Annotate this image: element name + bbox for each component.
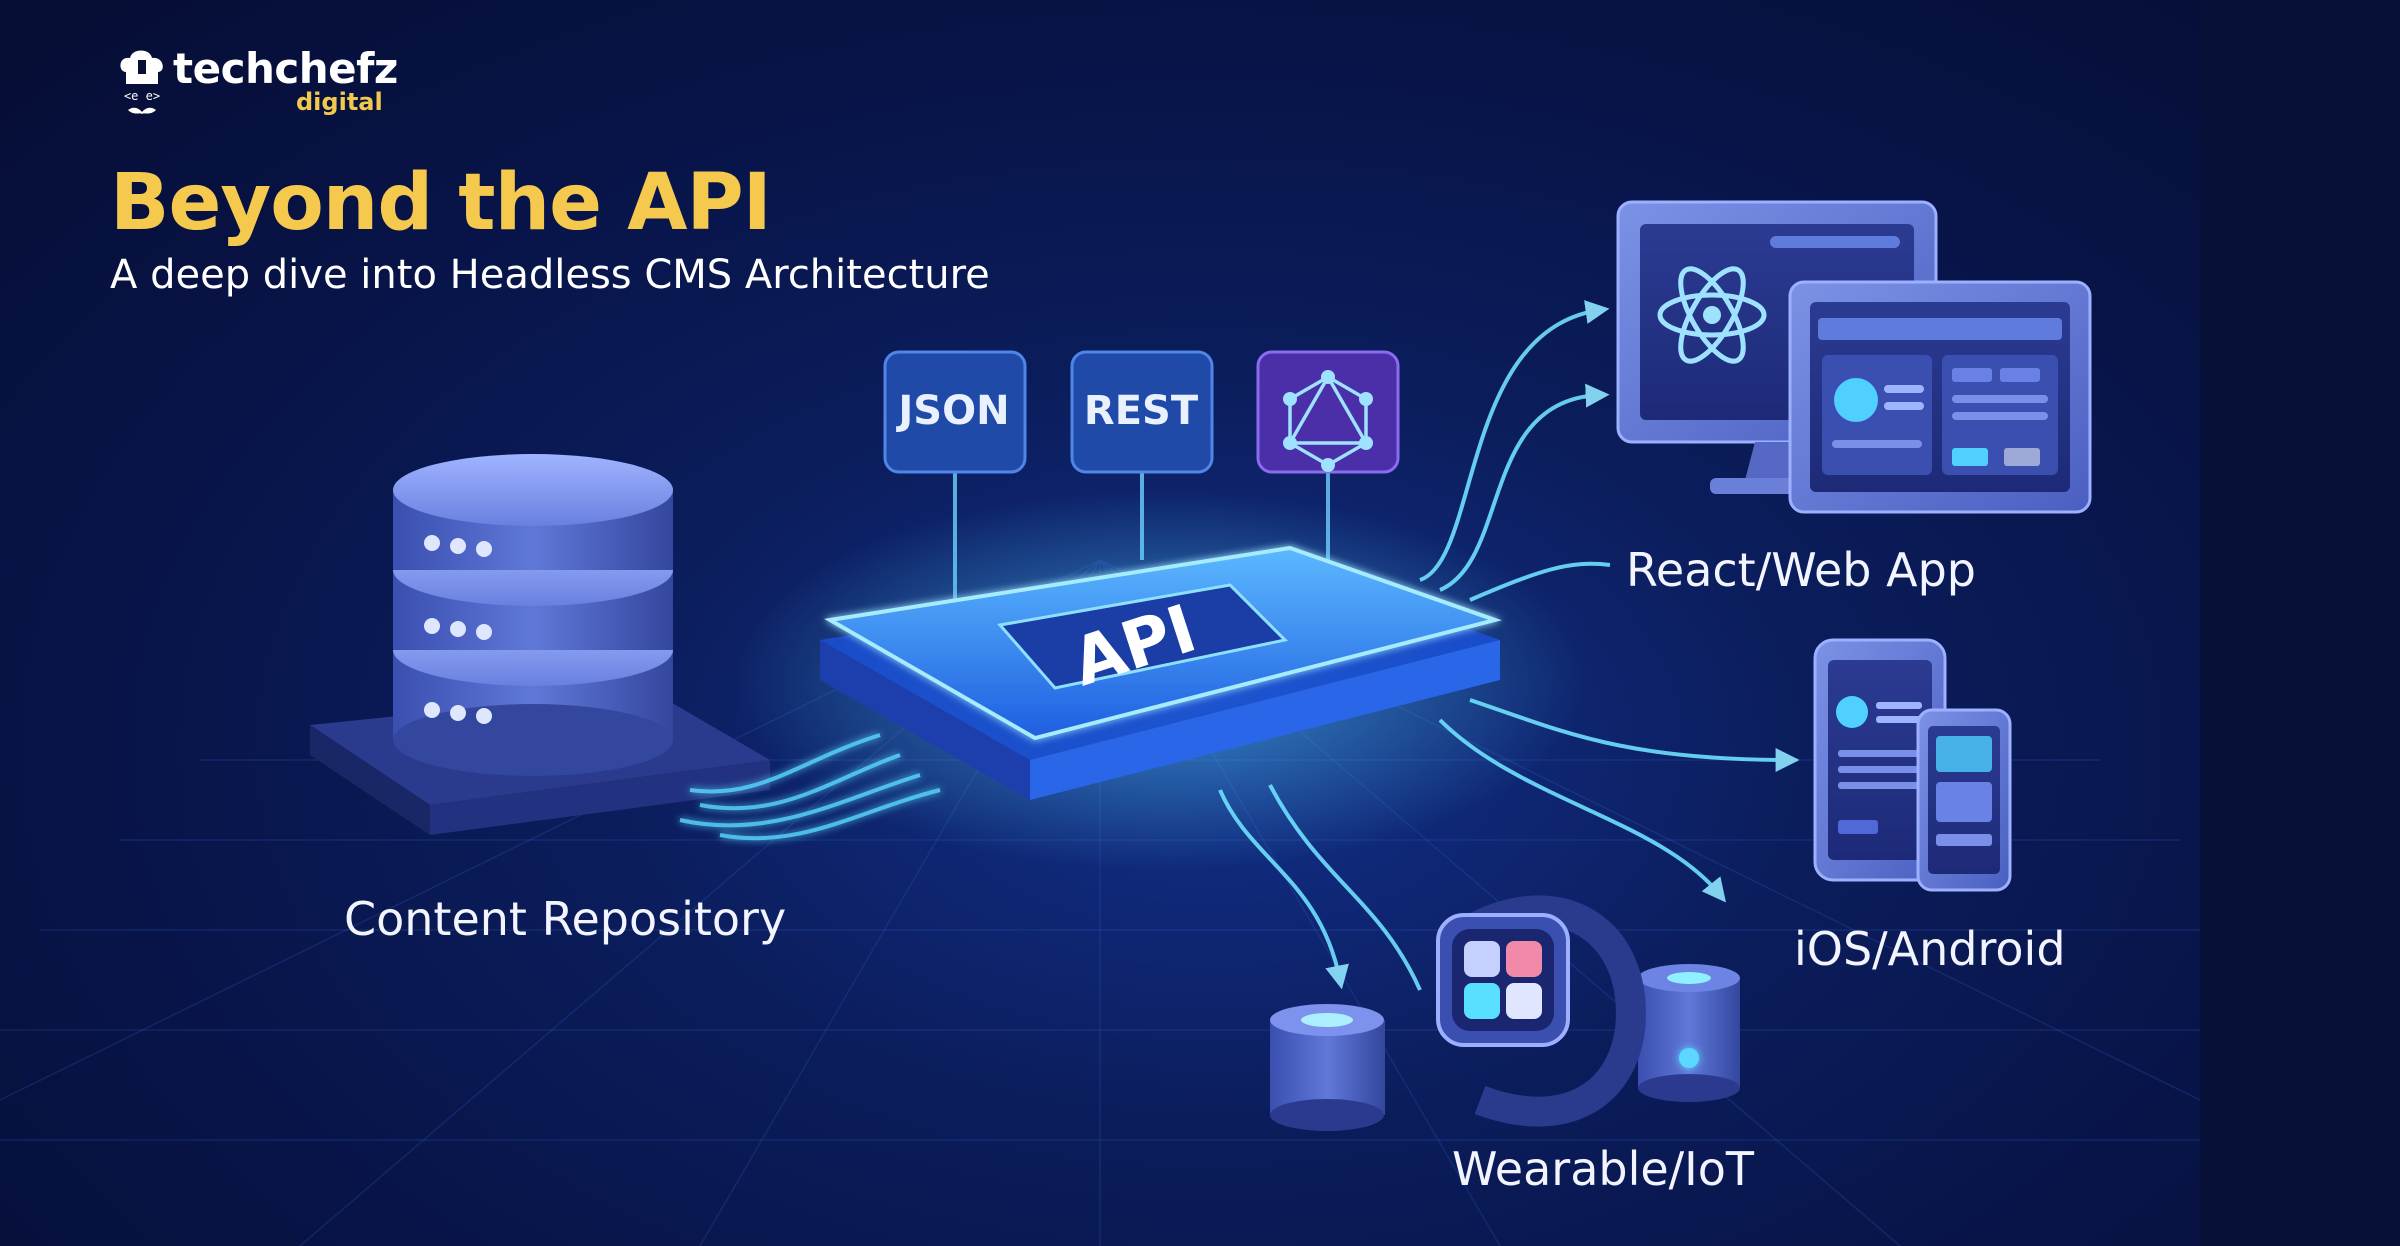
react-icon [1657,266,1767,364]
svg-text:<e e>: <e e> [124,89,160,103]
phone-icon [1813,638,2012,892]
graphql-icon [1283,370,1373,472]
brand-logo-icon: <e e> [120,50,163,114]
api-hub [730,490,1590,870]
web-app-label: React/Web App [1626,543,1976,597]
brand-name: techchefz [173,44,398,93]
json-badge [883,350,1027,474]
mobile-label: iOS/Android [1794,922,2066,976]
page-subtitle: A deep dive into Headless CMS Architectu… [110,252,990,298]
client-flow-lines [1218,300,1800,991]
smart-speaker-icon [1638,964,1740,1102]
content-repository-label: Content Repository [344,892,787,946]
smartwatch-icon [1436,895,1646,1127]
iot-label: Wearable/IoT [1452,1142,1754,1196]
brand-subtitle: digital [296,88,383,116]
graphql-badge [1256,350,1400,474]
json-badge-label: JSON [898,388,1010,434]
right-margin-band [2200,0,2400,1246]
rest-badge-label: REST [1083,388,1199,434]
database-icon [310,454,770,835]
page-title: Beyond the API [110,158,772,248]
rest-badge [1070,350,1214,474]
smart-speaker-icon [1270,1004,1385,1131]
tablet-icon [1788,280,2092,514]
